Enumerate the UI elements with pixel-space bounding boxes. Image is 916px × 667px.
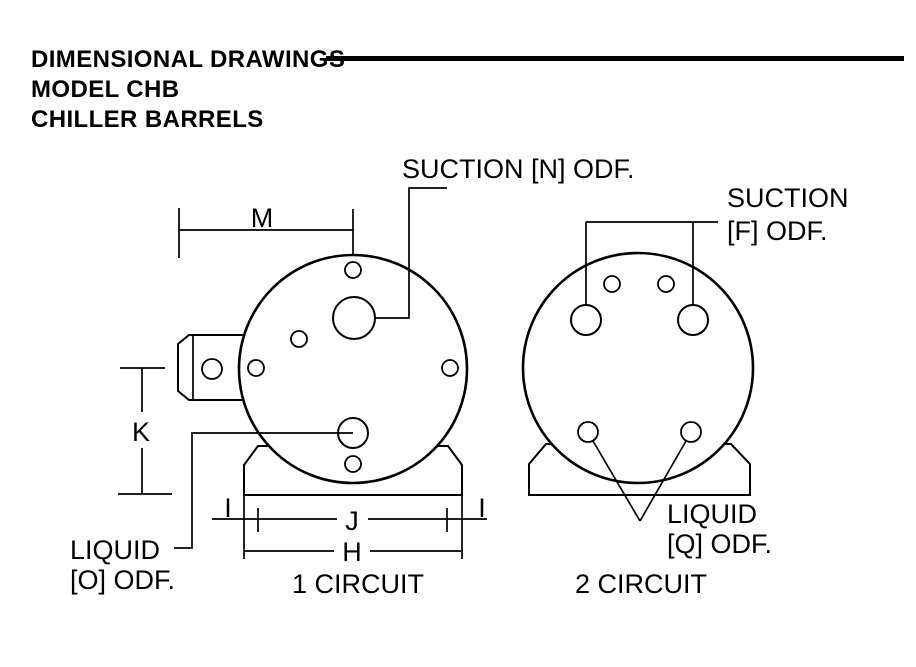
dim-i-label-left: I bbox=[224, 493, 232, 523]
suction-f-label-line1: SUCTION bbox=[727, 183, 849, 213]
liquid-q-leader-left bbox=[592, 440, 641, 522]
suction-f-label-line2: [F] ODF. bbox=[727, 216, 828, 246]
liquid-q-label-line1: LIQUID bbox=[667, 499, 757, 529]
liquid-port-q-right bbox=[680, 421, 702, 443]
bolt-hole-bottom bbox=[344, 455, 362, 473]
dim-m-label: M bbox=[251, 203, 274, 233]
suction-port-f-left bbox=[570, 304, 602, 336]
dim-j-label: J bbox=[345, 506, 359, 536]
liquid-o-label-line2: [O] ODF. bbox=[70, 565, 175, 595]
one-circuit-drawing: M K I I J bbox=[70, 154, 635, 599]
mounting-base bbox=[528, 443, 751, 496]
mounting-base bbox=[243, 445, 463, 496]
side-flange-hole bbox=[201, 358, 223, 380]
two-circuit-drawing: SUCTION [F] ODF. LIQUID [Q] ODF. 2 CIRCU… bbox=[521, 183, 849, 599]
liquid-q-leader bbox=[592, 440, 687, 522]
dimension-i-j: I I J bbox=[212, 493, 487, 536]
liquid-o-label-line1: LIQUID bbox=[70, 535, 160, 565]
suction-port-n bbox=[332, 296, 376, 340]
bolt-hole-left bbox=[247, 359, 265, 377]
liquid-o-leader-line bbox=[174, 432, 353, 549]
dim-h-label: H bbox=[342, 537, 362, 567]
suction-n-leader-line bbox=[375, 187, 447, 319]
dimension-m: M bbox=[178, 203, 354, 258]
title-line-chiller-barrels: CHILLER BARRELS bbox=[31, 106, 264, 133]
bolt-hole-top bbox=[344, 261, 362, 279]
title-rule bbox=[326, 56, 904, 61]
dimension-k: K bbox=[118, 367, 172, 495]
bolt-hole-top-right bbox=[657, 275, 675, 293]
dim-i-label-right: I bbox=[478, 493, 486, 523]
title-block: DIMENSIONAL DRAWINGS MODEL CHB CHILLER B… bbox=[31, 45, 345, 135]
suction-f-leader bbox=[585, 221, 718, 305]
bolt-hole-top-left bbox=[603, 275, 621, 293]
barrel-end-circle bbox=[521, 251, 755, 485]
liquid-q-leader-right bbox=[639, 440, 687, 522]
bolt-hole-upper-left bbox=[290, 330, 308, 348]
side-flange bbox=[177, 334, 252, 401]
title-line-model: MODEL CHB bbox=[31, 76, 180, 103]
dimension-h: H bbox=[243, 496, 463, 567]
liquid-port-q-left bbox=[577, 421, 599, 443]
two-circuit-caption: 2 CIRCUIT bbox=[575, 569, 707, 599]
bolt-hole-right bbox=[441, 359, 459, 377]
suction-n-label: SUCTION [N] ODF. bbox=[402, 154, 635, 184]
dim-k-label: K bbox=[132, 417, 150, 447]
title-line-dimensional-drawings: DIMENSIONAL DRAWINGS bbox=[31, 46, 346, 73]
suction-port-f-right bbox=[677, 304, 709, 336]
one-circuit-caption: 1 CIRCUIT bbox=[292, 569, 424, 599]
liquid-q-label-line2: [Q] ODF. bbox=[667, 529, 772, 559]
